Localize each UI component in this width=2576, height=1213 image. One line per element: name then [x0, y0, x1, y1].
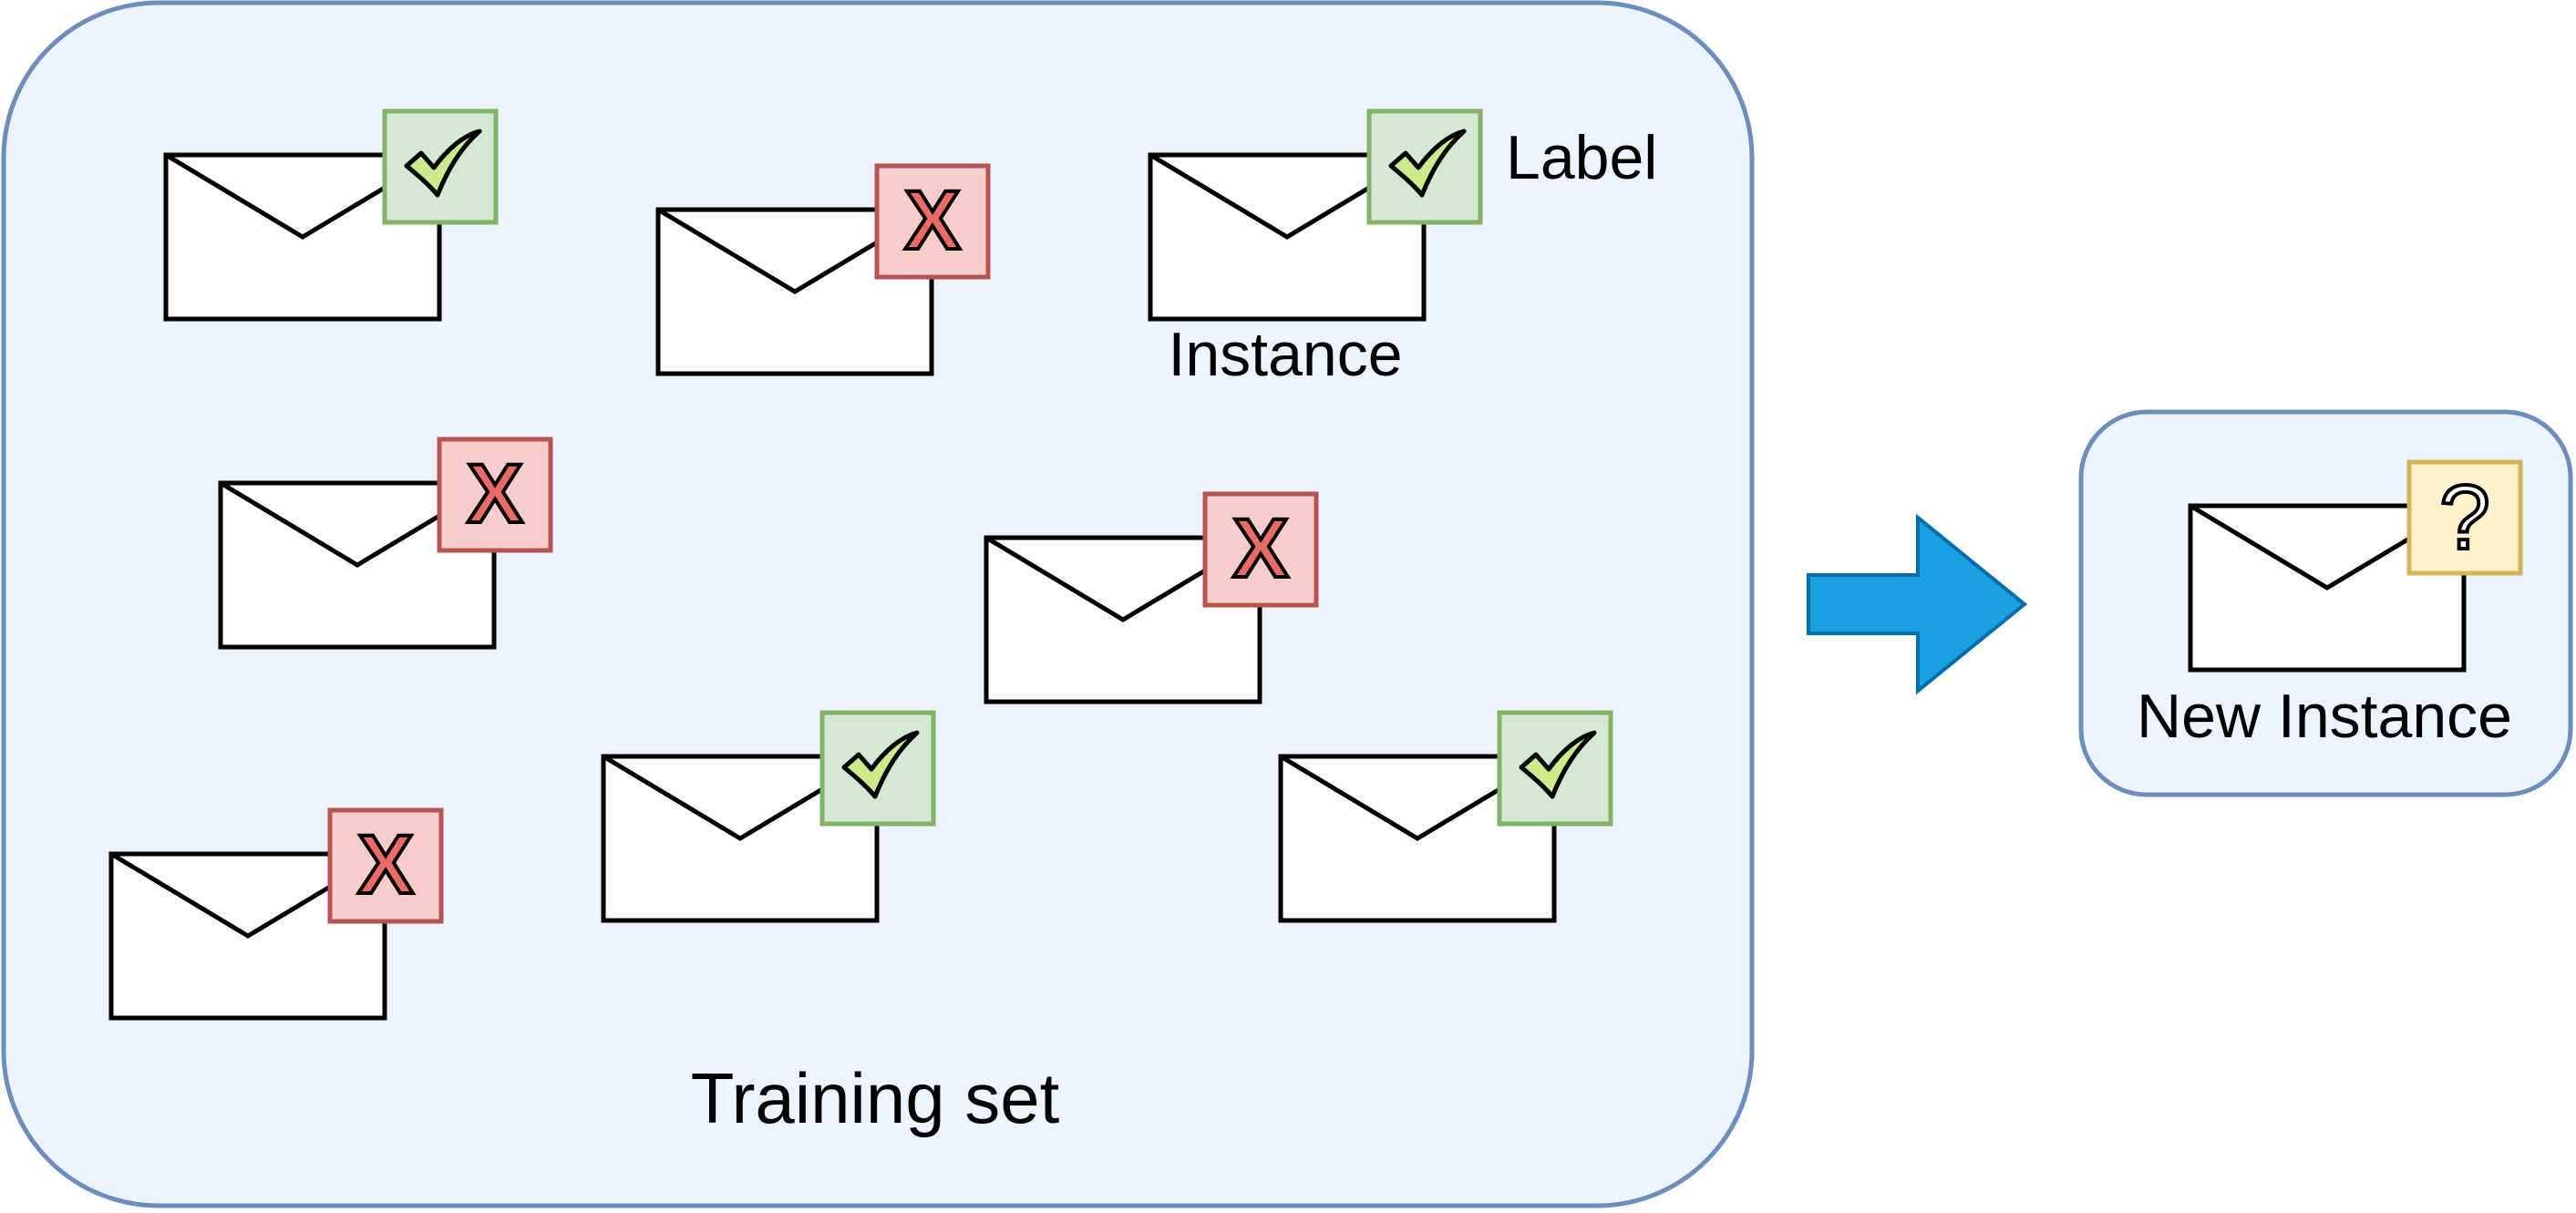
question-icon: ?	[2439, 467, 2490, 569]
cross-badge: X	[874, 163, 991, 280]
cross-badge: X	[437, 437, 553, 553]
training-set-label: Training set	[691, 1058, 1060, 1138]
cross-icon: X	[1232, 502, 1288, 595]
label-annotation: Label	[1506, 123, 1657, 192]
training-instances: X X X X	[108, 108, 1613, 1021]
training-instance: X	[655, 163, 991, 376]
training-instance: X	[218, 437, 553, 650]
new-instance-label: New Instance	[2137, 682, 2512, 751]
check-icon	[1388, 128, 1467, 198]
arrow-right-icon	[1807, 513, 2028, 695]
cross-icon: X	[467, 447, 522, 540]
check-icon	[404, 128, 482, 198]
cross-badge: X	[327, 807, 444, 924]
instance-annotation: Instance	[1168, 320, 1402, 389]
training-instance	[1148, 108, 1483, 322]
cross-icon: X	[904, 174, 960, 267]
training-instance	[601, 710, 936, 923]
check-icon	[841, 730, 920, 799]
cross-icon: X	[357, 818, 413, 911]
check-badge	[382, 108, 499, 225]
cross-badge: X	[1202, 491, 1319, 608]
unknown-badge: ?	[2406, 459, 2523, 576]
training-instance: X	[984, 491, 1319, 704]
check-badge	[1497, 710, 1613, 827]
training-instance	[1278, 710, 1613, 923]
check-badge	[1366, 108, 1483, 225]
training-instance	[163, 108, 499, 322]
new-instance: ?	[2188, 459, 2523, 673]
check-badge	[819, 710, 936, 827]
training-instance: X	[108, 807, 444, 1021]
check-icon	[1519, 730, 1597, 799]
envelope-icon	[108, 851, 387, 1021]
